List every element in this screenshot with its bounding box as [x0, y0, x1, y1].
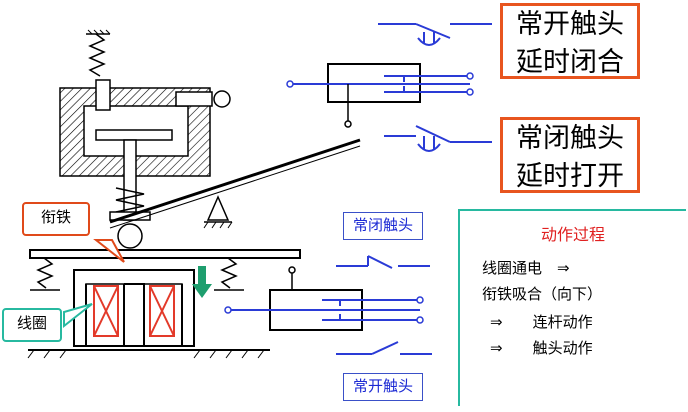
no-contact-symbol: [336, 341, 432, 355]
process-step-2: 衔铁吸合（向下）: [482, 285, 603, 303]
down-arrow-icon: [192, 266, 212, 298]
linkage-lever: [109, 138, 361, 229]
delay-close-label: 常开触头 延时闭合: [500, 3, 640, 79]
delay-open-contact-symbol: [384, 125, 492, 152]
delay-close-line1: 常开触头: [516, 9, 624, 40]
process-step-3: ⇒ 连杆动作: [490, 313, 593, 331]
process-title: 动作过程: [540, 225, 605, 244]
delay-open-line2: 延时打开: [516, 161, 624, 192]
no-contact-label: 常开触头: [343, 373, 423, 401]
pneumatic-chamber: [59, 29, 231, 249]
nc-contact-symbol: [336, 255, 430, 269]
process-panel: 动作过程 线圈通电 ⇒ 衔铁吸合（向下） ⇒ 连杆动作 ⇒ 触头动作: [458, 209, 686, 406]
lower-contact-block: [224, 266, 424, 331]
nc-contact-label: 常闭触头: [343, 212, 423, 240]
delay-close-contact-symbol: [378, 23, 492, 46]
armature-callout: 衔铁: [22, 202, 90, 236]
coil-callout: 线圈: [2, 308, 62, 342]
process-step-4: ⇒ 触头动作: [490, 339, 593, 357]
delay-open-label: 常闭触头 延时打开: [500, 117, 640, 193]
process-step-1: 线圈通电 ⇒: [482, 259, 570, 277]
delay-close-line2: 延时闭合: [516, 47, 624, 78]
delay-open-line1: 常闭触头: [516, 123, 624, 154]
electromagnet: [27, 249, 301, 359]
upper-contact-block: [286, 63, 474, 128]
